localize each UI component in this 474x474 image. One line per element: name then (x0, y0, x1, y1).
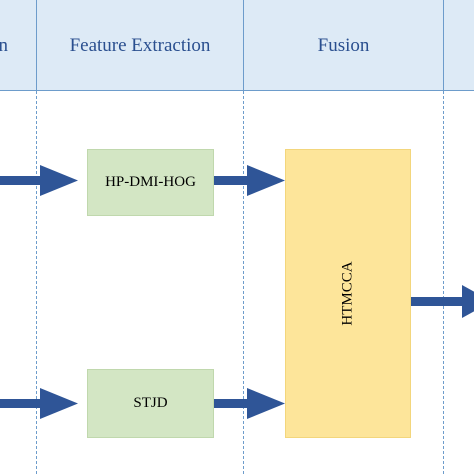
arrow-input-to-stjd (0, 388, 78, 419)
htmcca-box: HTMCCA (285, 149, 411, 438)
stjd-box: STJD (87, 369, 214, 438)
header-col0-label: n (0, 35, 8, 56)
lane-line (36, 91, 37, 474)
stjd-label: STJD (133, 395, 168, 411)
arrow-hog-to-htmcca (214, 165, 285, 196)
header-fusion: Fusion (317, 35, 370, 56)
arrow-htmcca-output (411, 285, 474, 318)
hp-dmi-hog-box: HP-DMI-HOG (87, 149, 214, 216)
arrow-input-to-hog (0, 165, 78, 196)
header-divider (243, 0, 244, 91)
lane-line (243, 91, 244, 474)
lane-line (443, 91, 444, 474)
header-divider (443, 0, 444, 91)
header-feature-extraction: Feature Extraction (69, 35, 211, 56)
hp-dmi-hog-label: HP-DMI-HOG (105, 174, 196, 190)
header-bar (0, 0, 474, 91)
header-divider (36, 0, 37, 91)
arrow-stjd-to-htmcca (214, 388, 285, 419)
